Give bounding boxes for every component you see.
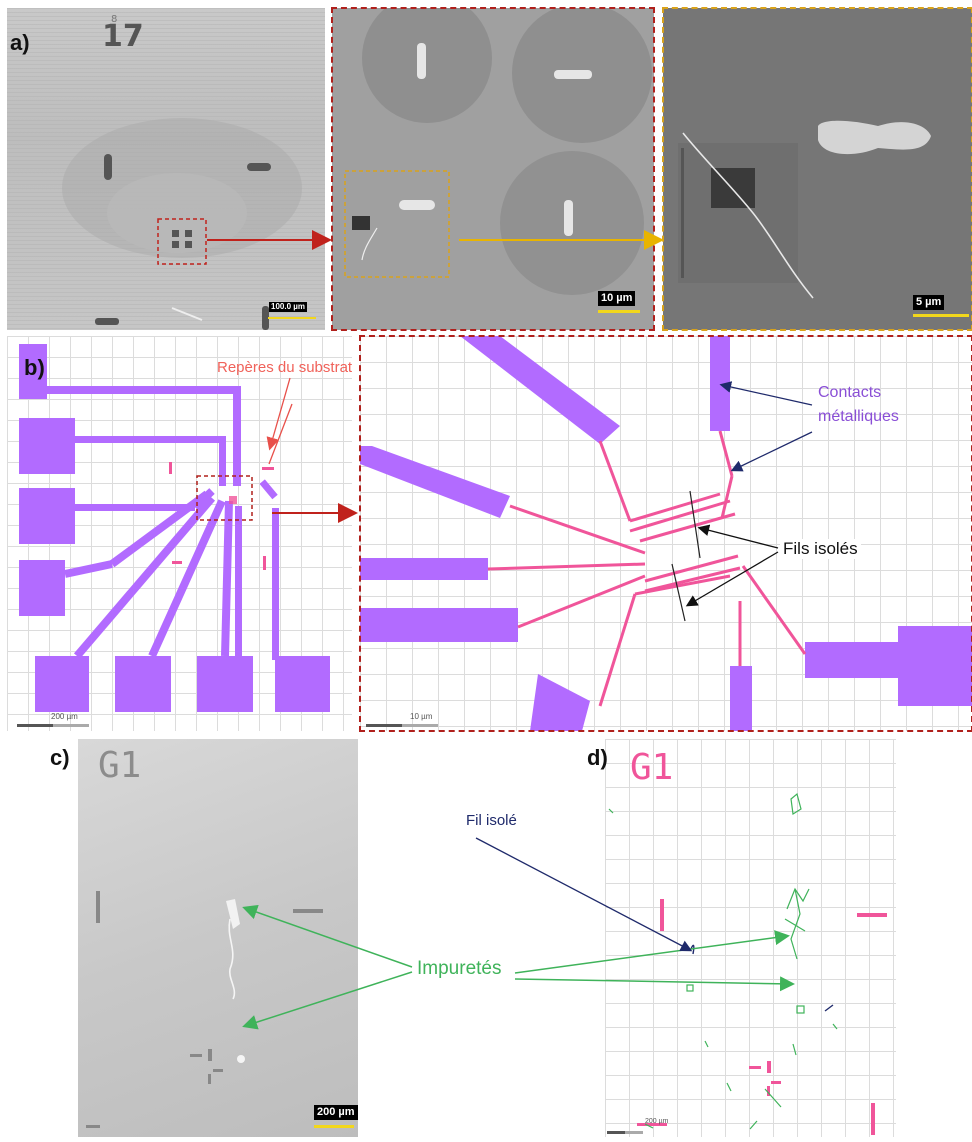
scale-label-a3: 5 µm xyxy=(913,295,945,310)
panel-cd-arrows xyxy=(242,837,795,1030)
panel-b-arrows xyxy=(266,377,813,607)
scale-bar-a2 xyxy=(598,310,640,313)
arrow-fil-isole xyxy=(475,837,693,952)
sem-image-chip-g1: G1 200 µm xyxy=(78,739,358,1137)
scale-bar-c xyxy=(314,1125,354,1128)
scale-label-c: 200 µm xyxy=(314,1105,358,1120)
label-contacts-line1: Contacts xyxy=(818,384,882,401)
arrow-fils-2 xyxy=(685,551,779,607)
label-reperes-substrat: Repères du substrat xyxy=(217,359,353,376)
arrow-fils-1 xyxy=(697,524,779,549)
layout-chip-g1: G1 xyxy=(605,739,896,1137)
arrow-contacts-2 xyxy=(730,431,813,472)
panel-a-arrows xyxy=(207,230,664,250)
sem-substrate-drawing: 17 8 xyxy=(7,8,325,330)
arrow-impurete-d1 xyxy=(514,930,790,974)
sem-image-zoom-2: 5 µm xyxy=(662,7,972,331)
scale-label-a1: 100.0 µm xyxy=(269,302,307,312)
panel-letter-c: c) xyxy=(50,745,70,770)
svg-text:8: 8 xyxy=(111,14,117,25)
scale-label-a2: 10 µm xyxy=(598,291,636,306)
svg-text:G1: G1 xyxy=(630,747,673,788)
panel-letter-d: d) xyxy=(587,745,608,770)
label-fils-isoles: Fils isolés xyxy=(780,539,861,559)
sem-zoom2-drawing xyxy=(678,120,931,299)
scale-bar-a3 xyxy=(913,314,969,317)
arrow-impurete-c2 xyxy=(242,971,413,1030)
arrow-impurete-d2 xyxy=(514,976,795,992)
scale-bar-a1 xyxy=(268,317,316,319)
arrow-contacts-1 xyxy=(719,381,813,406)
svg-text:17: 17 xyxy=(102,19,144,54)
arrow-reperes xyxy=(266,377,291,451)
sem-zoom1-drawing xyxy=(344,8,652,295)
layout-chip-drawing: G1 xyxy=(607,747,887,1135)
layout-zoom: 10 µm xyxy=(359,335,972,732)
sem-image-substrate: 17 8 100.0 µm xyxy=(7,8,325,330)
scale-label-d: 200 µm xyxy=(645,1118,669,1125)
scale-label-b-right: 10 µm xyxy=(410,712,433,721)
layout-overview-drawing xyxy=(17,344,330,727)
layout-overview: 200 µm xyxy=(7,336,352,731)
panel-letter-b: b) xyxy=(24,355,45,380)
layout-zoom-drawing xyxy=(360,336,972,731)
sem-image-zoom-1: 10 µm xyxy=(331,7,655,331)
arrow-impurete-c1 xyxy=(242,904,413,968)
label-impuretes: Impuretés xyxy=(417,958,502,979)
svg-text:G1: G1 xyxy=(98,745,141,786)
sem-chip-drawing: G1 xyxy=(86,745,323,1128)
scale-label-b-left: 200 µm xyxy=(51,712,78,721)
label-contacts-line2: métalliques xyxy=(818,408,899,425)
panel-letter-a: a) xyxy=(10,30,30,55)
label-fil-isole: Fil isolé xyxy=(466,812,517,829)
